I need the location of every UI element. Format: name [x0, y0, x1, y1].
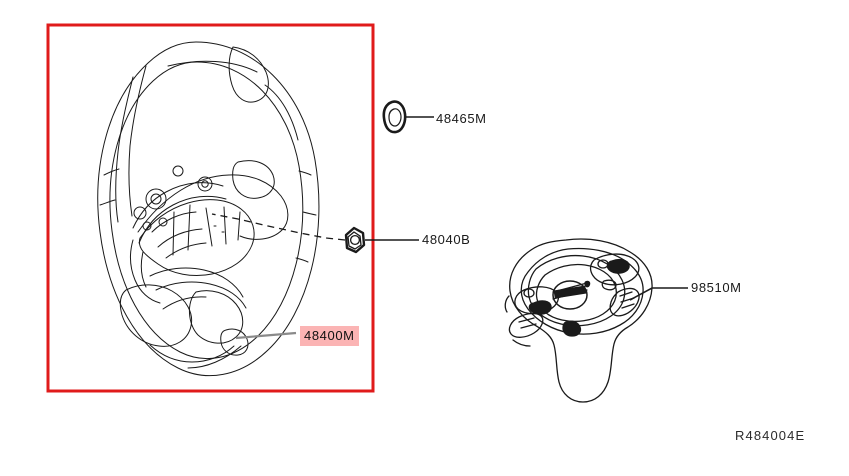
part-label-98510m: 98510M	[691, 280, 742, 295]
hex-nut-part	[344, 226, 366, 254]
part-label-48465m: 48465M	[436, 111, 487, 126]
leader-line-98510m	[629, 287, 688, 301]
part-label-48400m: 48400M	[300, 326, 359, 346]
part-label-48040b: 48040B	[422, 232, 471, 247]
steering-wheel-assembly	[97, 41, 320, 377]
callout-dashed-48040b	[211, 213, 346, 241]
selected-part-frame	[46, 23, 375, 393]
driver-airbag-module	[504, 238, 653, 403]
drawing-code: R484004E	[735, 428, 806, 443]
grommet-ring-part	[382, 100, 407, 134]
leader-line-48400m	[235, 331, 297, 340]
